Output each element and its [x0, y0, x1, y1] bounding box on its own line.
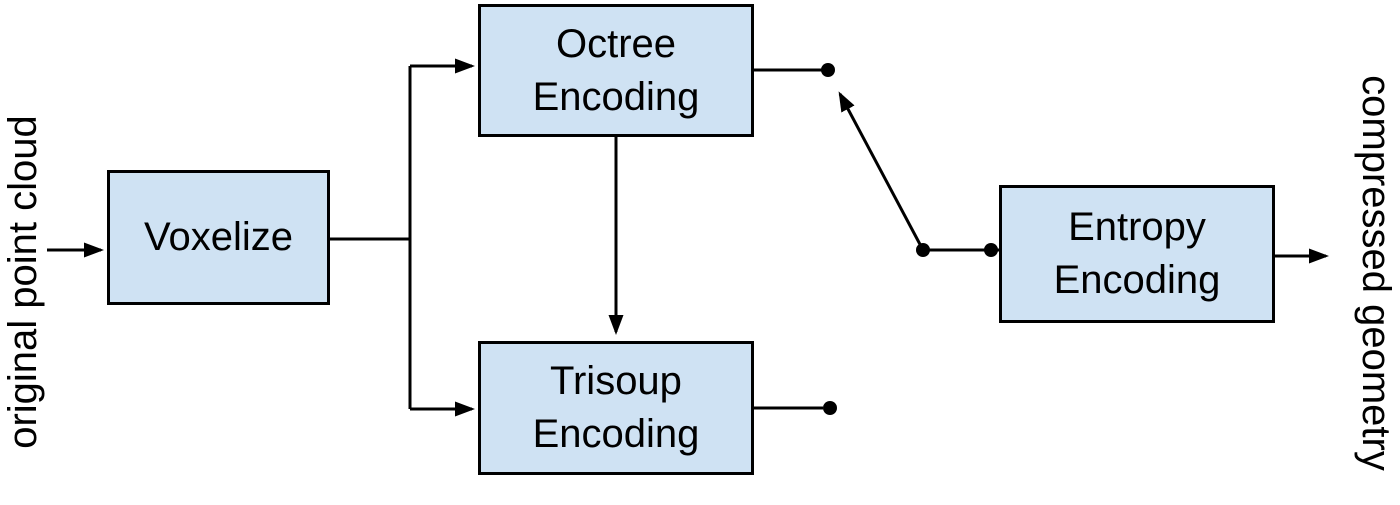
- terminal-dot-trisoup: [823, 401, 837, 415]
- node-octree-encoding: Octree Encoding: [478, 4, 754, 137]
- input-label: original point cloud: [0, 115, 45, 449]
- node-entropy-encoding-label: Entropy Encoding: [1053, 205, 1221, 302]
- switch-lever-arrow: [838, 91, 925, 251]
- node-voxelize-label: Voxelize: [144, 215, 293, 260]
- node-entropy-encoding: Entropy Encoding: [999, 185, 1275, 323]
- switch-pivot-dot: [916, 243, 930, 257]
- node-voxelize: Voxelize: [107, 170, 330, 305]
- node-trisoup-encoding: Trisoup Encoding: [478, 341, 754, 475]
- output-label: compressed geometry: [1354, 75, 1399, 471]
- entropy-input-dot: [984, 243, 998, 257]
- terminal-dot-octree: [821, 63, 835, 77]
- node-octree-encoding-label: Octree Encoding: [532, 21, 700, 119]
- node-trisoup-encoding-label: Trisoup Encoding: [532, 359, 700, 456]
